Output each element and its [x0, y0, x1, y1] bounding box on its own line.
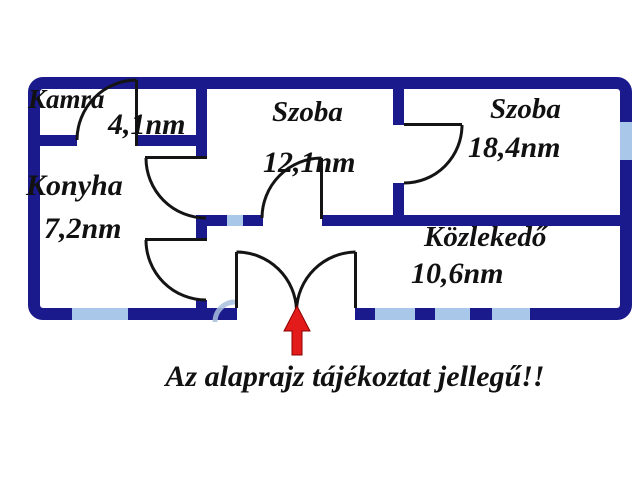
door-arc-konyha-szoba — [144, 157, 207, 220]
room-area-kamra: 4,1nm — [108, 108, 186, 141]
window-icon-konyha — [72, 308, 128, 320]
window-icon-interior — [227, 215, 243, 226]
wall-kamra-bottom-left — [28, 135, 77, 146]
room-area-kozlekedo: 10,6nm — [411, 257, 504, 290]
door-arc-konyha-hall — [144, 239, 207, 302]
room-area-konyha: 7,2nm — [44, 212, 122, 245]
wall-konyha-bottom-stub — [196, 300, 207, 312]
window-icon-hall-3 — [492, 308, 530, 320]
watermark-arc — [212, 299, 236, 323]
room-label-kamra: Kamra — [28, 84, 105, 114]
room-label-szoba1: Szoba — [272, 96, 343, 128]
entrance-arrow-icon — [283, 304, 311, 356]
doors — [75, 78, 464, 311]
door-arc-entrance-right — [295, 250, 356, 311]
disclaimer-caption: Az alaprajz tájékoztat jellegű!! — [165, 360, 545, 393]
wall-hall-top-1 — [196, 215, 227, 226]
room-area-szoba2: 18,4nm — [468, 131, 561, 164]
room-area-szoba1: 12,1nm — [263, 146, 356, 179]
room-label-szoba2: Szoba — [490, 93, 561, 125]
door-arc-szoba1-hall — [260, 156, 322, 219]
wall-szoba-divider-bottom — [393, 183, 404, 219]
window-icon-szoba2 — [620, 122, 632, 160]
door-arc-szoba2 — [403, 124, 464, 185]
wall-hall-top-3 — [322, 215, 632, 226]
interior-walls — [28, 89, 632, 312]
door-arc-kamra — [75, 78, 137, 141]
room-label-kozlekedo: Közlekedő — [424, 221, 547, 253]
room-label-konyha: Konyha — [26, 169, 123, 202]
wall-szoba-divider-top — [393, 89, 404, 125]
wall-konyha-stub — [196, 218, 207, 240]
wall-kamra-konyha-right — [196, 89, 207, 158]
window-icon-hall-2 — [435, 308, 470, 320]
wall-hall-top-2 — [243, 215, 263, 226]
window-icon-hall-1 — [375, 308, 415, 320]
door-arc-entrance-left — [236, 250, 298, 311]
wall-kamra-bottom-right — [135, 135, 207, 146]
